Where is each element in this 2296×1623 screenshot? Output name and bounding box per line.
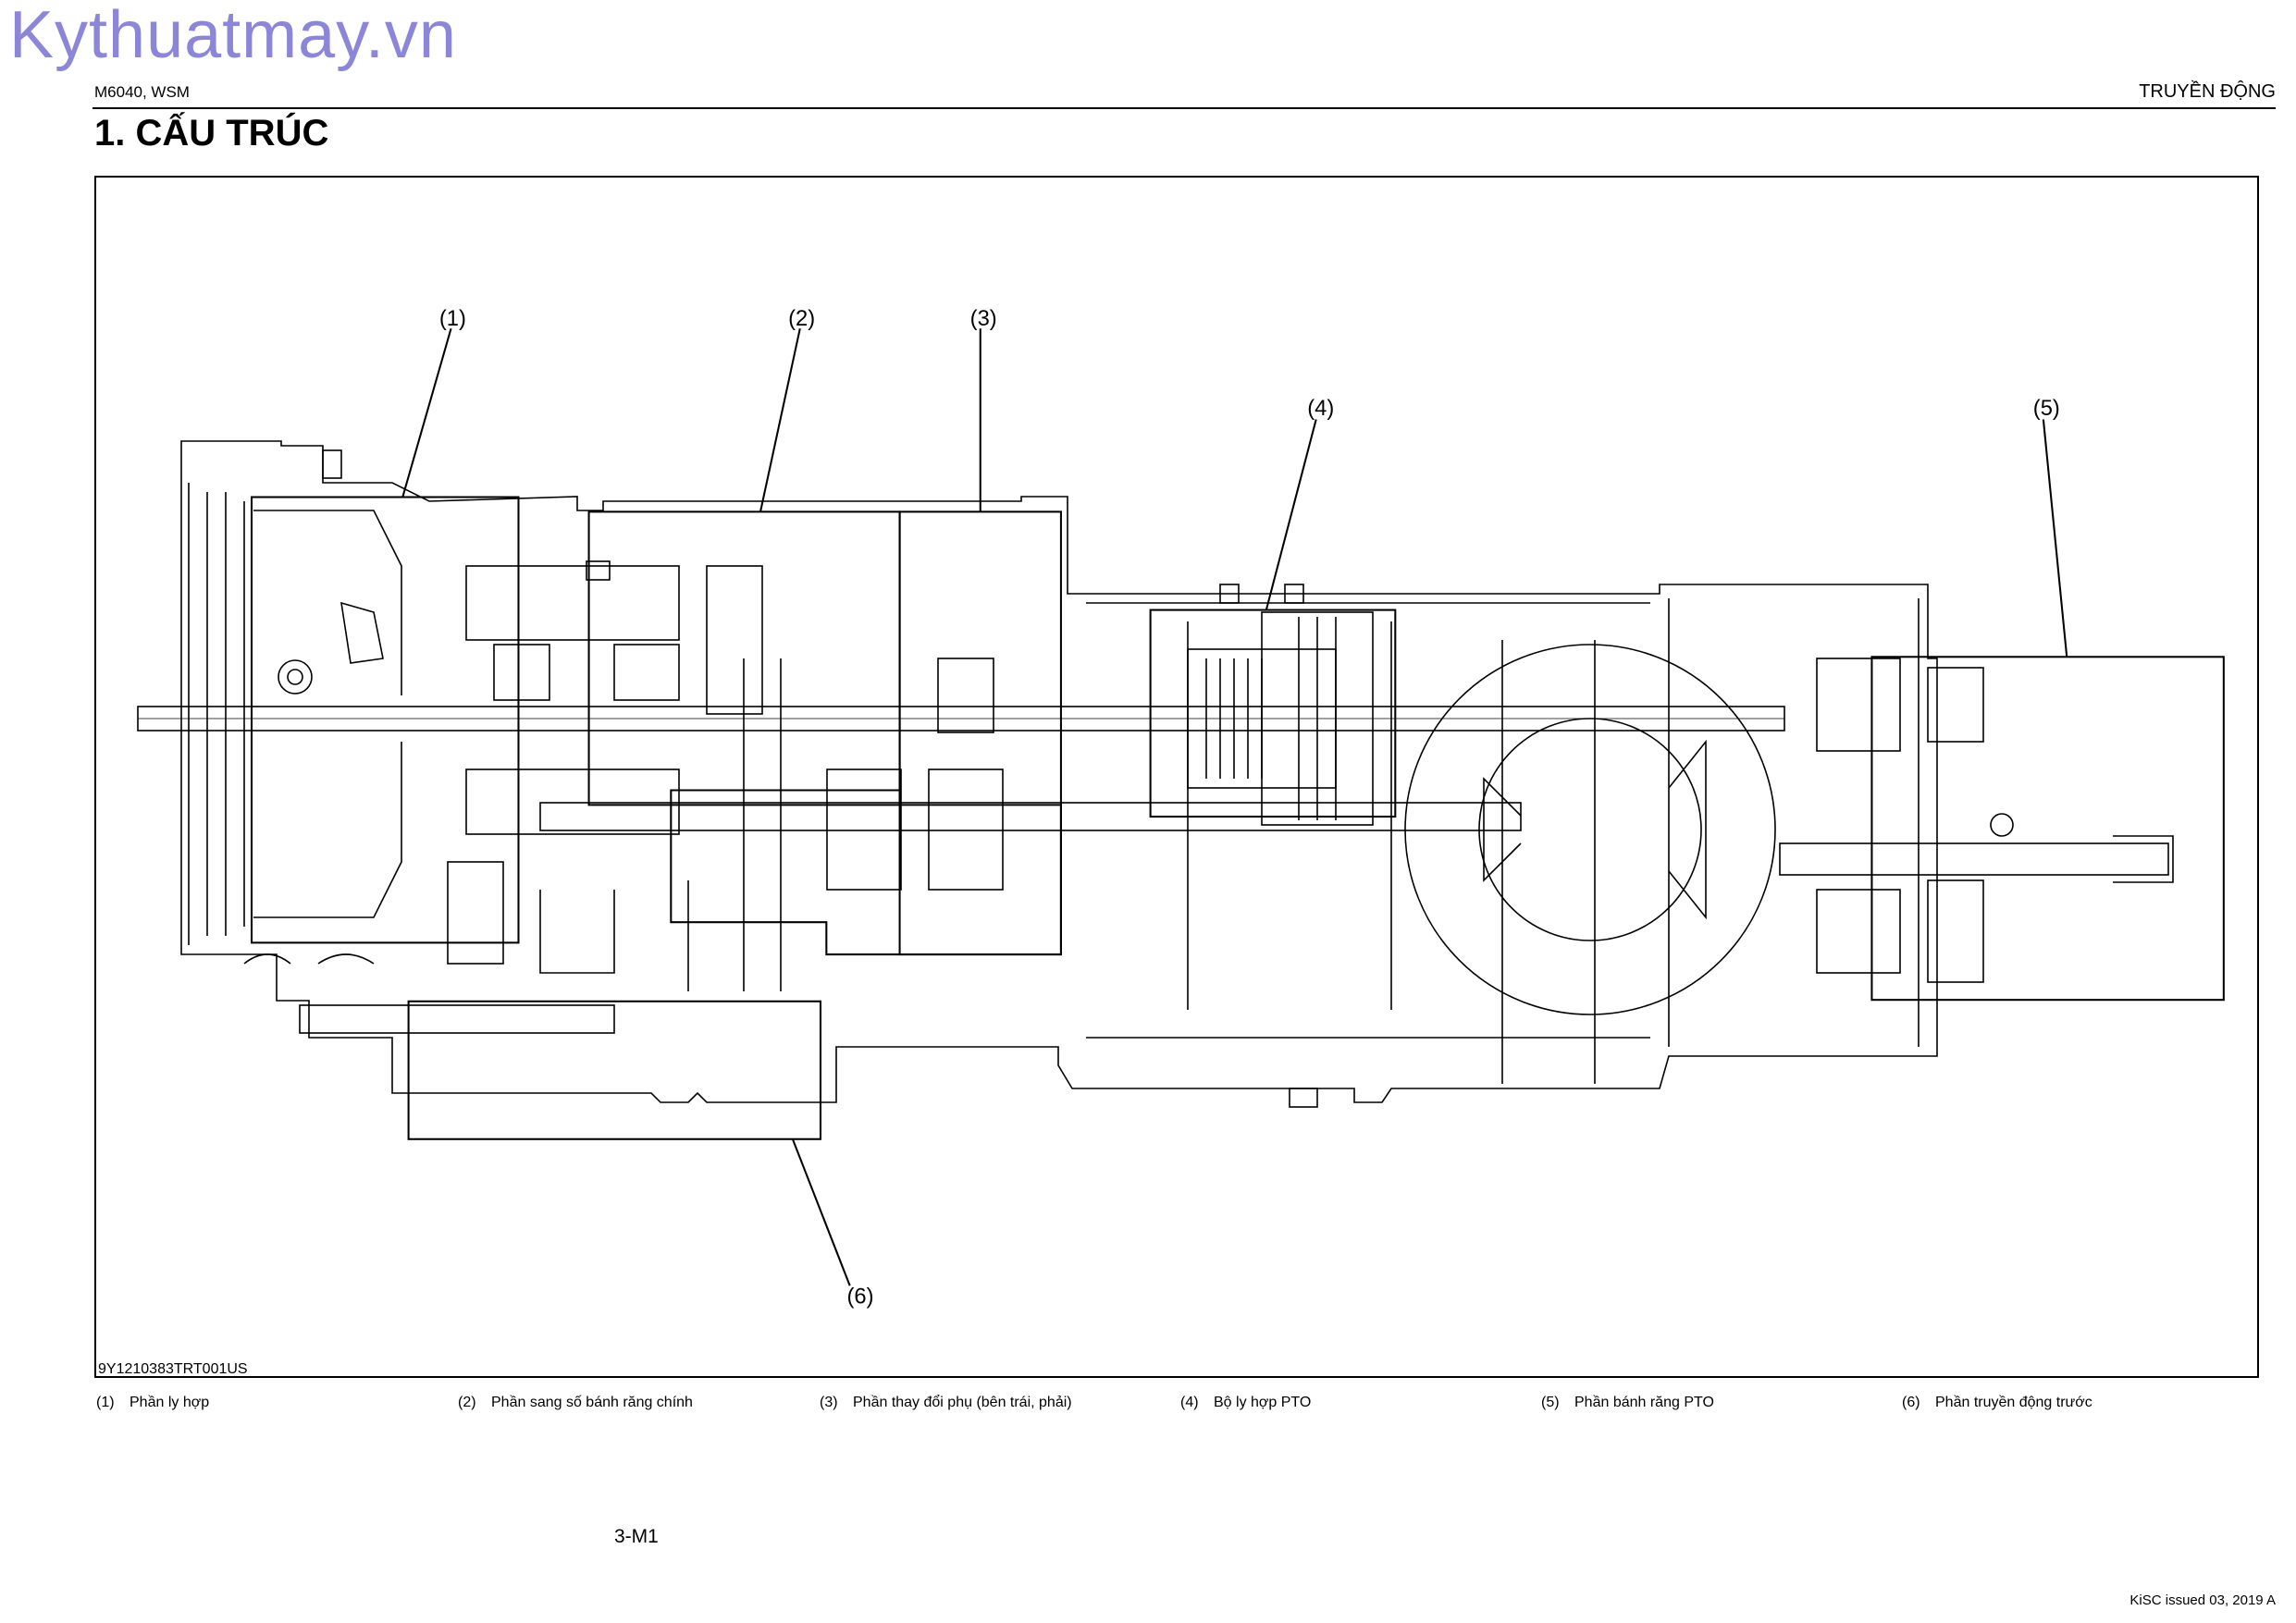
callout-6: (6) <box>847 1284 874 1309</box>
pto-output-shaft <box>1779 842 2169 876</box>
counter-shaft <box>539 802 1522 831</box>
housing-outline <box>180 440 1938 1103</box>
pto-clutch-pack <box>1187 611 1374 826</box>
callout-2: (2) <box>788 306 815 331</box>
watermark: Kythuatmay.vn <box>9 0 457 72</box>
legend-item: (5)Phần bánh răng PTO <box>1541 1395 1714 1410</box>
front-drive-shaft <box>299 1004 615 1034</box>
callout-5: (5) <box>2033 396 2060 421</box>
legend-item: (6)Phần truyền động trước <box>1902 1395 2092 1410</box>
region-box-4 <box>821 561 975 692</box>
header-doc-id: M6040, WSM <box>94 83 190 101</box>
legend-item: (2)Phần sang số bánh răng chính <box>458 1395 693 1410</box>
legend: (1)Phần ly hợp (2)Phần sang số bánh răng… <box>96 1395 2279 1422</box>
header-section: TRUYỀN ĐỘNG <box>2139 81 2276 102</box>
callout-1: (1) <box>439 306 466 331</box>
legend-item: (1)Phần ly hợp <box>96 1395 210 1410</box>
region-box-3 <box>662 499 764 779</box>
header-rule <box>93 107 2276 109</box>
region-box-2 <box>466 499 662 684</box>
callout-3: (3) <box>970 306 997 331</box>
legend-item: (4)Bộ ly hợp PTO <box>1180 1395 1312 1410</box>
ring-gear-circle <box>1404 644 1776 1015</box>
page-title: 1. CẤU TRÚC <box>94 113 329 154</box>
figure-code: 9Y1210383TRT001US <box>98 1361 248 1377</box>
transmission-cross-section-drawing: (1) (2) (3) (4) (5) (6) <box>137 306 2225 1309</box>
region-box-5 <box>1276 591 1498 807</box>
callout-4: (4) <box>1307 396 1334 421</box>
legend-item: (3)Phần thay đổi phụ (bên trái, phải) <box>820 1395 1072 1410</box>
page-number: 3-M1 <box>614 1526 659 1547</box>
transmission-diagram-frame: (1) (2) (3) (4) (5) (6) <box>94 176 2259 1378</box>
main-gears <box>447 565 1004 991</box>
pto-gear-housing <box>1816 658 2014 983</box>
region-box-1 <box>253 490 422 771</box>
issued-note: KiSC issued 03, 2019 A <box>2129 1592 2276 1608</box>
